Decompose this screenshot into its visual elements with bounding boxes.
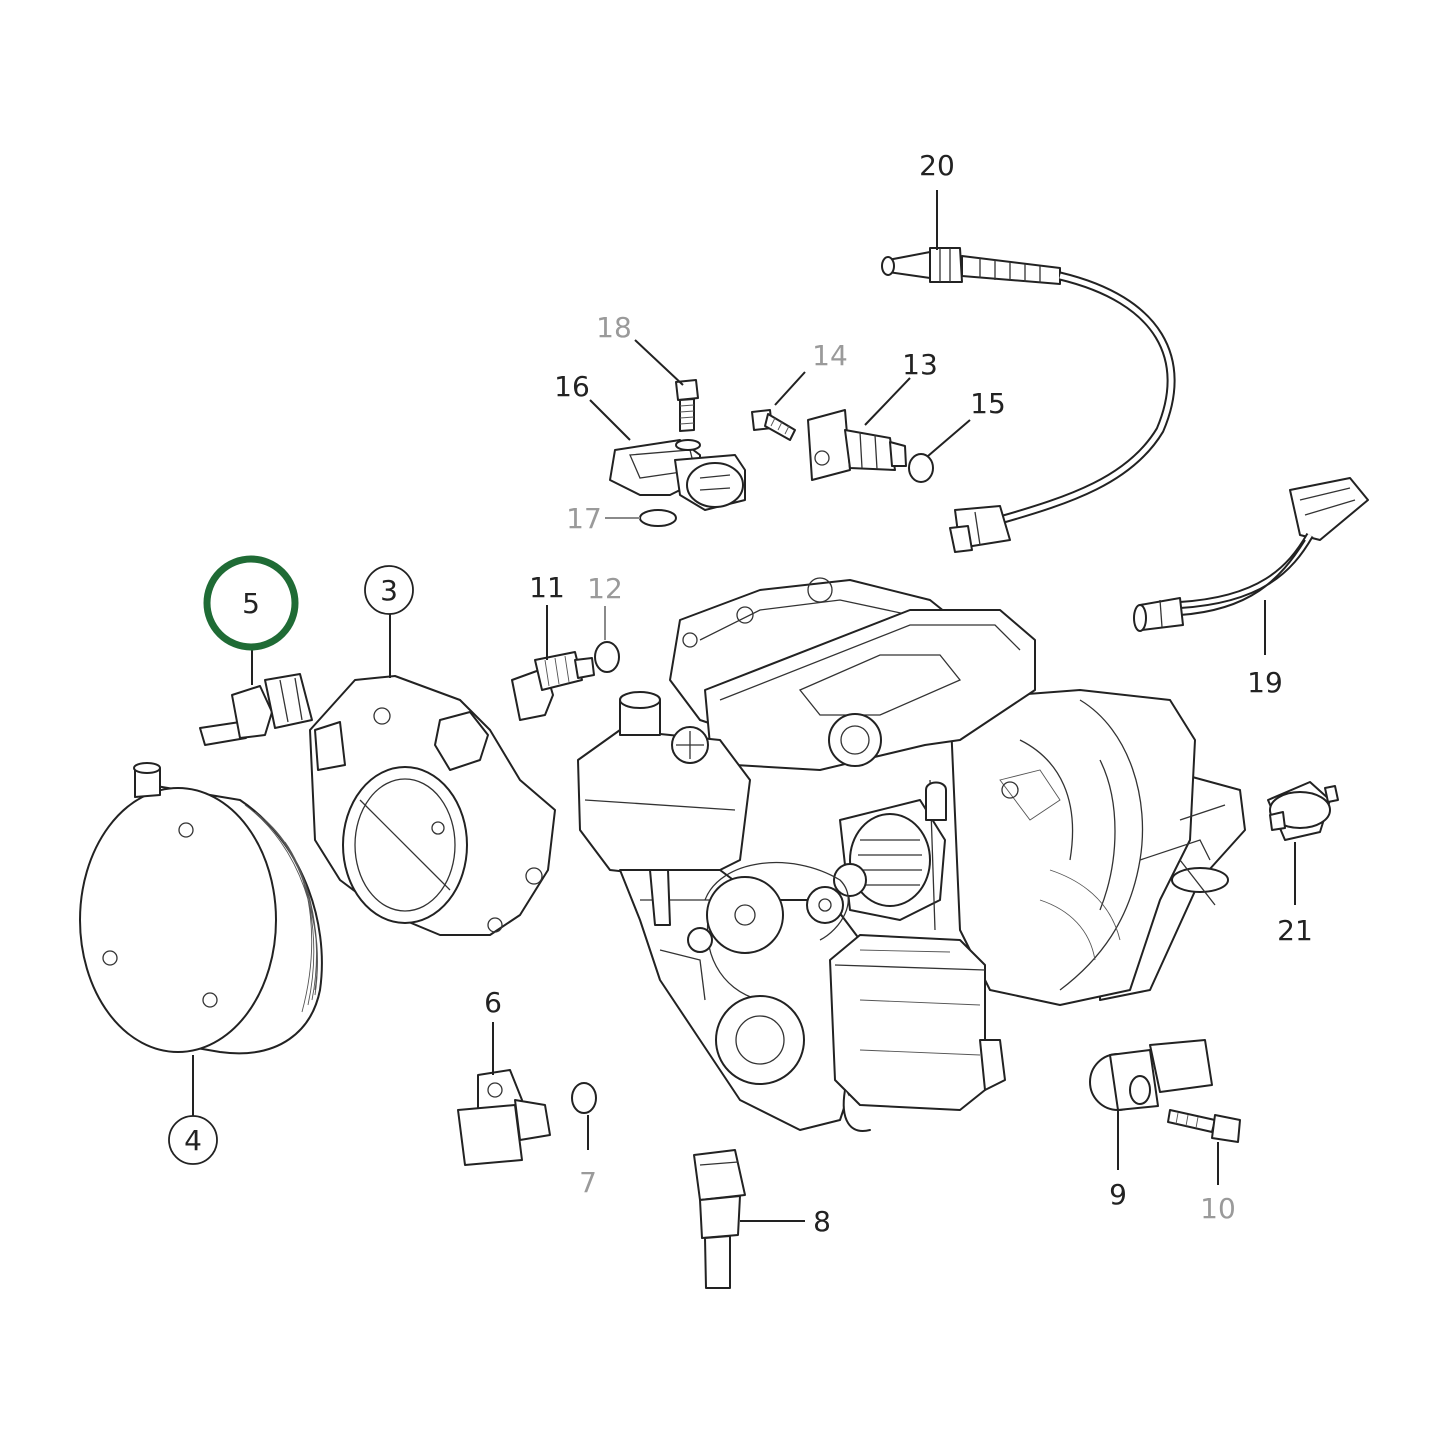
callout-9[interactable]: 9 [1109,1178,1127,1211]
callout-11[interactable]: 11 [529,571,565,604]
callout-16[interactable]: 16 [554,370,590,403]
part-18-bolt [675,379,699,432]
callout-20[interactable]: 20 [919,149,955,182]
part-19-sensor-harness [1133,477,1369,632]
leader-18 [634,339,684,386]
callout-3[interactable]: 3 [380,574,398,607]
part-16-map-sensor [609,439,746,511]
callout-6[interactable]: 6 [484,986,502,1019]
leader-15 [927,419,971,457]
leader-16 [589,399,631,441]
part-10-bolt [1167,1109,1241,1143]
part-12-o-ring [594,641,620,673]
callout-4-ring [168,1115,218,1165]
part-6-sensor-bracket [457,1069,551,1166]
part-4-cooler [79,762,323,1055]
callout-5-highlight-ring [203,555,299,651]
part-5-temperature-sensor [199,673,313,746]
callout-15[interactable]: 15 [970,387,1006,420]
part-13-camshaft-sensor [807,409,907,481]
part-17-o-ring [639,509,677,527]
leader-14 [774,371,806,406]
callout-3-ring [364,565,414,615]
part-7-o-ring [571,1082,597,1114]
callout-12[interactable]: 12 [587,572,623,605]
part-20-oxygen-sensor [881,247,1176,553]
callout-21[interactable]: 21 [1277,914,1313,947]
part-11-pressure-switch [511,651,595,721]
part-14-bolt [751,409,796,441]
callout-17[interactable]: 17 [566,502,602,535]
callout-18[interactable]: 18 [596,311,632,344]
engine-assembly [577,577,1246,1132]
part-3-throttle-body [309,675,556,936]
callout-14[interactable]: 14 [812,339,848,372]
callout-19[interactable]: 19 [1247,666,1283,699]
part-21-pressure-sensor [1267,781,1339,841]
callout-13[interactable]: 13 [902,348,938,381]
callout-4[interactable]: 4 [184,1124,202,1157]
callout-7[interactable]: 7 [579,1166,597,1199]
callout-5[interactable]: 5 [242,587,260,620]
part-15-o-ring [908,453,934,483]
part-8-coolant-sensor [693,1149,746,1289]
callout-8[interactable]: 8 [813,1205,831,1238]
leader-13 [864,377,911,426]
part-9-knock-sensor [1089,1039,1213,1111]
callout-10[interactable]: 10 [1200,1192,1236,1225]
